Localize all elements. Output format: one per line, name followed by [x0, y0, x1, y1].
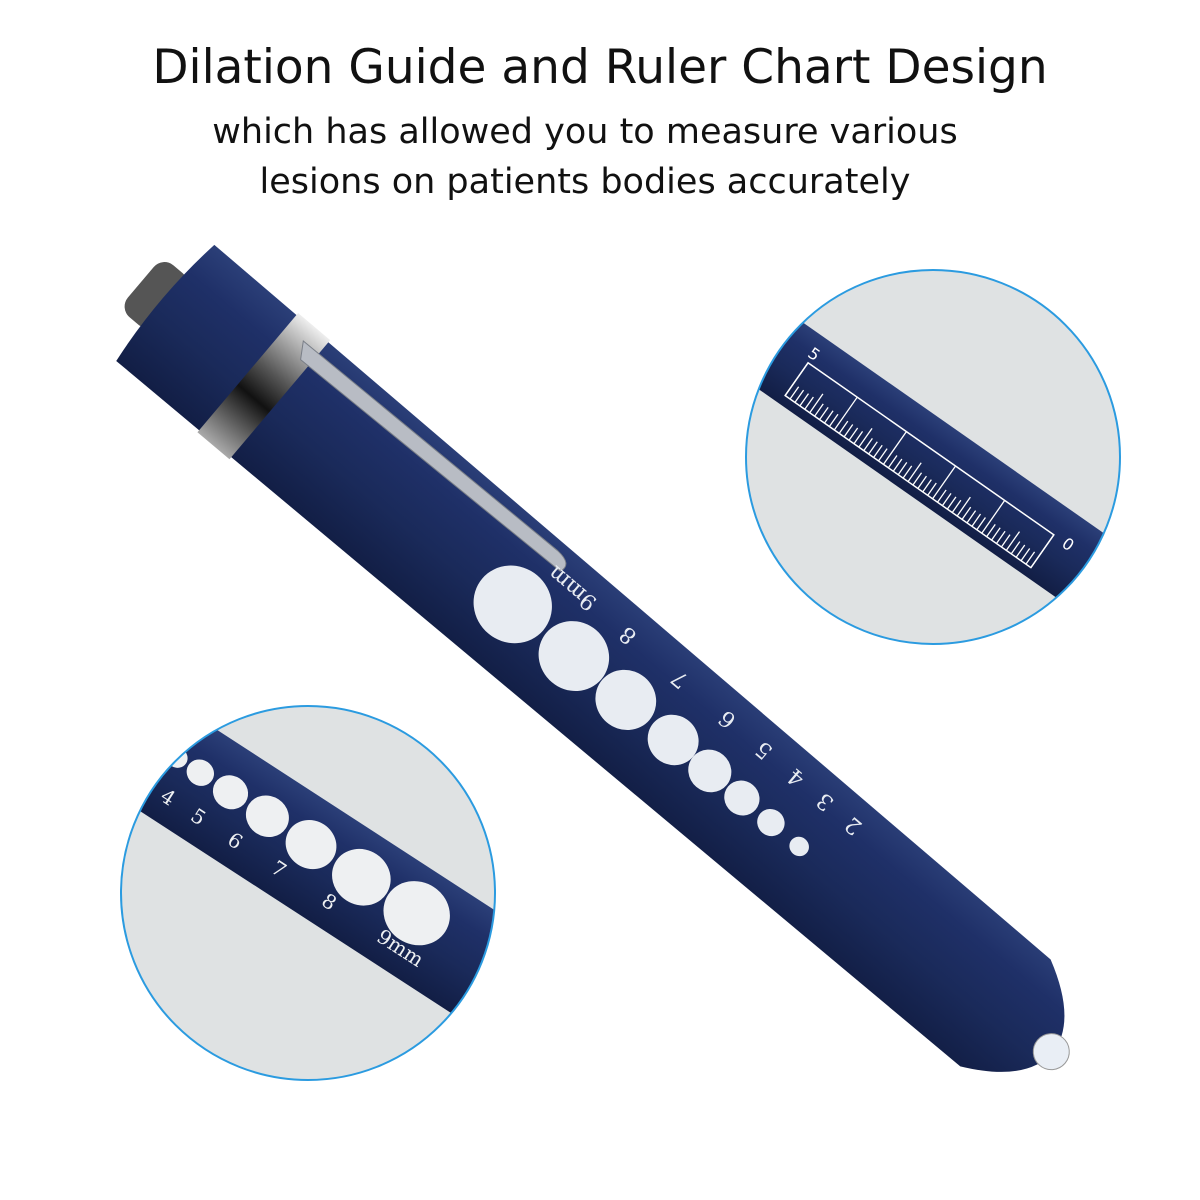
- ruler-tick: [912, 472, 923, 486]
- ruler-tick: [799, 393, 810, 407]
- ruler-tick: [936, 489, 947, 503]
- ruler-tick: [823, 410, 834, 424]
- ruler-tick: [882, 431, 907, 465]
- ruler-tick: [794, 389, 805, 403]
- ruler-tick: [873, 444, 883, 458]
- ruler-tick: [1010, 541, 1021, 555]
- ruler-tick: [932, 465, 957, 500]
- dilation-label: 2: [114, 756, 138, 783]
- ruler-tick: [887, 455, 898, 469]
- ruler-tick: [1025, 551, 1036, 565]
- ruler-tick: [848, 427, 859, 441]
- ruler-tick: [784, 362, 809, 396]
- ruler-tick: [956, 496, 971, 517]
- inset-ruler-closeup: 50: [745, 269, 1121, 645]
- ruler-tick: [828, 413, 839, 427]
- ruler-tick: [991, 527, 1001, 541]
- chrome-band: [197, 313, 331, 460]
- ruler-tick: [1005, 531, 1021, 551]
- led-tip: [1032, 1033, 1070, 1071]
- dilation-dots: [473, 565, 809, 857]
- ruler-tick: [819, 406, 829, 421]
- pocket-clip: [300, 340, 567, 572]
- ruler-tick: [833, 396, 858, 431]
- dilation-dot: [757, 808, 785, 837]
- ruler-tick: [809, 393, 824, 414]
- headline: Dilation Guide and Ruler Chart Design: [152, 40, 1048, 95]
- ruler-tick: [946, 496, 957, 510]
- ruler-tick: [951, 499, 962, 513]
- ruler-tick: [897, 462, 908, 476]
- ruler-tick: [966, 510, 977, 524]
- ruler-tick: [1030, 534, 1055, 568]
- ruler-tick: [804, 396, 814, 410]
- ruler-tick: [986, 523, 996, 538]
- ruler-tick: [976, 517, 986, 531]
- ruler-tick: [902, 465, 913, 479]
- ruler-tick: [1015, 544, 1026, 558]
- dilation-dot: [789, 836, 809, 857]
- dilation-dot: [186, 759, 214, 786]
- ruler-tick: [995, 530, 1006, 544]
- dilation-dot: [647, 714, 699, 766]
- ruler-tick: [789, 386, 800, 400]
- ruler-tick: [981, 500, 1006, 534]
- ruler-tick: [843, 424, 854, 438]
- dilation-dot: [332, 848, 391, 906]
- ruler-tick: [858, 427, 873, 448]
- subtitle-line-2: lesions on patients bodies accurately: [259, 162, 911, 202]
- ruler-tick: [868, 441, 878, 455]
- subtitle-line-1: which has allowed you to measure various: [212, 112, 958, 152]
- ruler-tick: [961, 506, 972, 520]
- ruler-tick: [814, 403, 824, 417]
- inset-border: [745, 269, 1121, 645]
- dilation-dot: [595, 669, 657, 731]
- ruler-tick: [927, 482, 937, 496]
- ruler-tick: [863, 437, 873, 451]
- ruler-tick: [922, 479, 932, 493]
- ruler-tick: [1000, 534, 1011, 548]
- dilation-dot: [245, 795, 289, 838]
- dilation-dot: [538, 621, 610, 692]
- ruler-tick: [892, 458, 903, 472]
- ruler-tick: [877, 448, 888, 462]
- dilation-dot: [285, 820, 337, 870]
- dilation-dot: [383, 881, 450, 946]
- inset-border: [120, 705, 496, 1081]
- dilation-dot: [473, 565, 552, 644]
- ruler-tick: [941, 493, 952, 507]
- ruler-tick: [1020, 548, 1031, 562]
- dilation-dot: [688, 749, 732, 793]
- ruler-tick: [971, 513, 982, 527]
- ruler-tick: [838, 420, 849, 434]
- ruler-tick: [907, 462, 922, 482]
- end-cap: [124, 262, 188, 329]
- dilation-dot: [724, 780, 760, 816]
- ruler-tick: [917, 475, 927, 489]
- dilation-dot: [212, 775, 249, 810]
- ruler-tick: [853, 431, 864, 445]
- dilation-dot: [150, 737, 167, 754]
